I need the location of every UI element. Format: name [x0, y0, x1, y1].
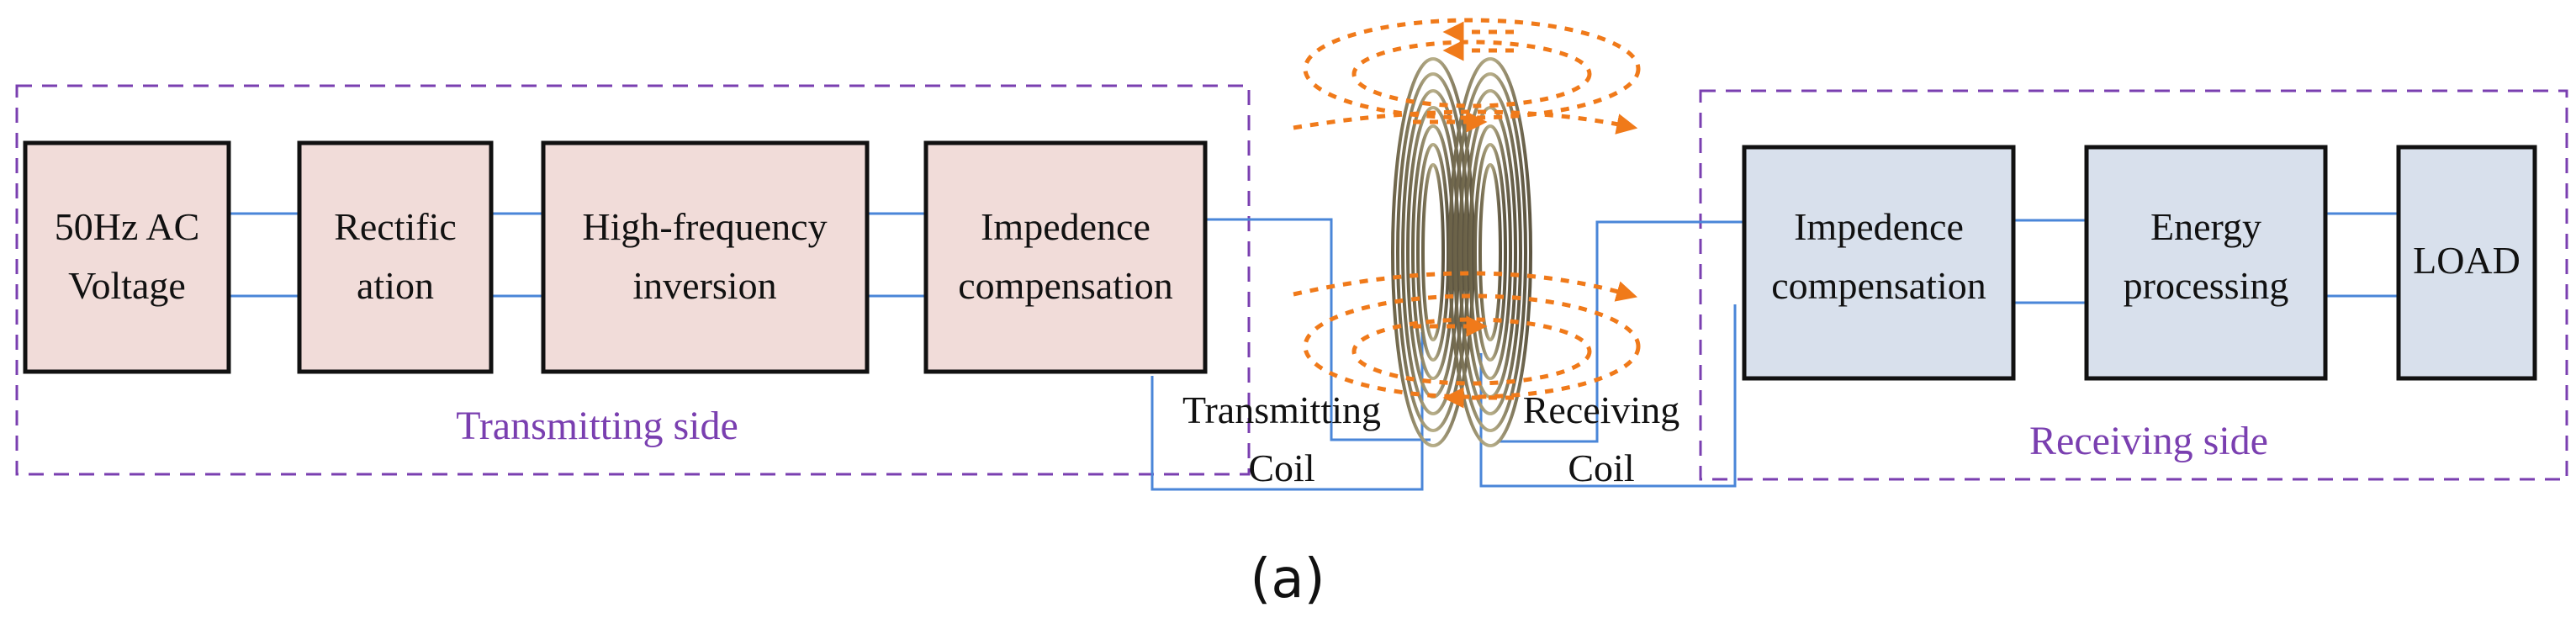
block-rectification-line1: Rectific: [334, 205, 457, 248]
magnetic-flux-arrows: [1293, 18, 1641, 409]
receiving-coil-graphic: [1448, 57, 1532, 447]
block-high-frequency-inversion: High-frequency inversion: [541, 140, 870, 374]
block-hf-inversion-line1: High-frequency: [582, 205, 827, 248]
transmitting-side-boundary: [15, 84, 1251, 476]
block-energy-line1: Energy: [2150, 205, 2261, 248]
receiving-coil-label-line1: Receiving: [1523, 388, 1680, 431]
receiving-side-label: Receiving side: [2029, 419, 2268, 463]
receive-wires: [1479, 212, 2399, 488]
figure-caption: (a): [1250, 548, 1325, 610]
block-rx-impedence-line1: Impedence: [1794, 205, 1964, 248]
block-hf-inversion-line2: inversion: [632, 264, 776, 307]
block-transmit-impedence-compensation: Impedence compensation: [923, 140, 1208, 374]
block-load-label: LOAD: [2413, 239, 2520, 282]
coil-pair-illustration: [1293, 18, 1641, 447]
block-energy-line2: processing: [2124, 264, 2289, 307]
block-tx-impedence-line1: Impedence: [981, 205, 1150, 248]
block-ac-voltage: 50Hz AC Voltage: [23, 140, 231, 374]
block-energy-processing: Energy processing: [2084, 145, 2328, 381]
block-receive-impedence-compensation: Impedence compensation: [1742, 145, 2016, 381]
block-ac-voltage-line2: Voltage: [68, 264, 186, 307]
block-tx-impedence-line2: compensation: [958, 264, 1173, 307]
receiving-side-boundary: [1699, 89, 2568, 481]
transmit-wires: [229, 212, 1431, 491]
block-rectification: Rectific ation: [297, 140, 494, 374]
block-rx-impedence-line2: compensation: [1771, 264, 1986, 307]
block-rectification-line2: ation: [357, 264, 434, 307]
transmitting-side-label: Transmitting side: [456, 404, 738, 448]
transmitting-coil-label-line2: Coil: [1248, 446, 1314, 489]
receiving-coil-label-line2: Coil: [1568, 446, 1634, 489]
block-ac-voltage-line1: 50Hz AC: [55, 205, 200, 248]
block-load: LOAD: [2396, 145, 2537, 381]
transmitting-coil-label-line1: Transmitting: [1182, 388, 1381, 431]
